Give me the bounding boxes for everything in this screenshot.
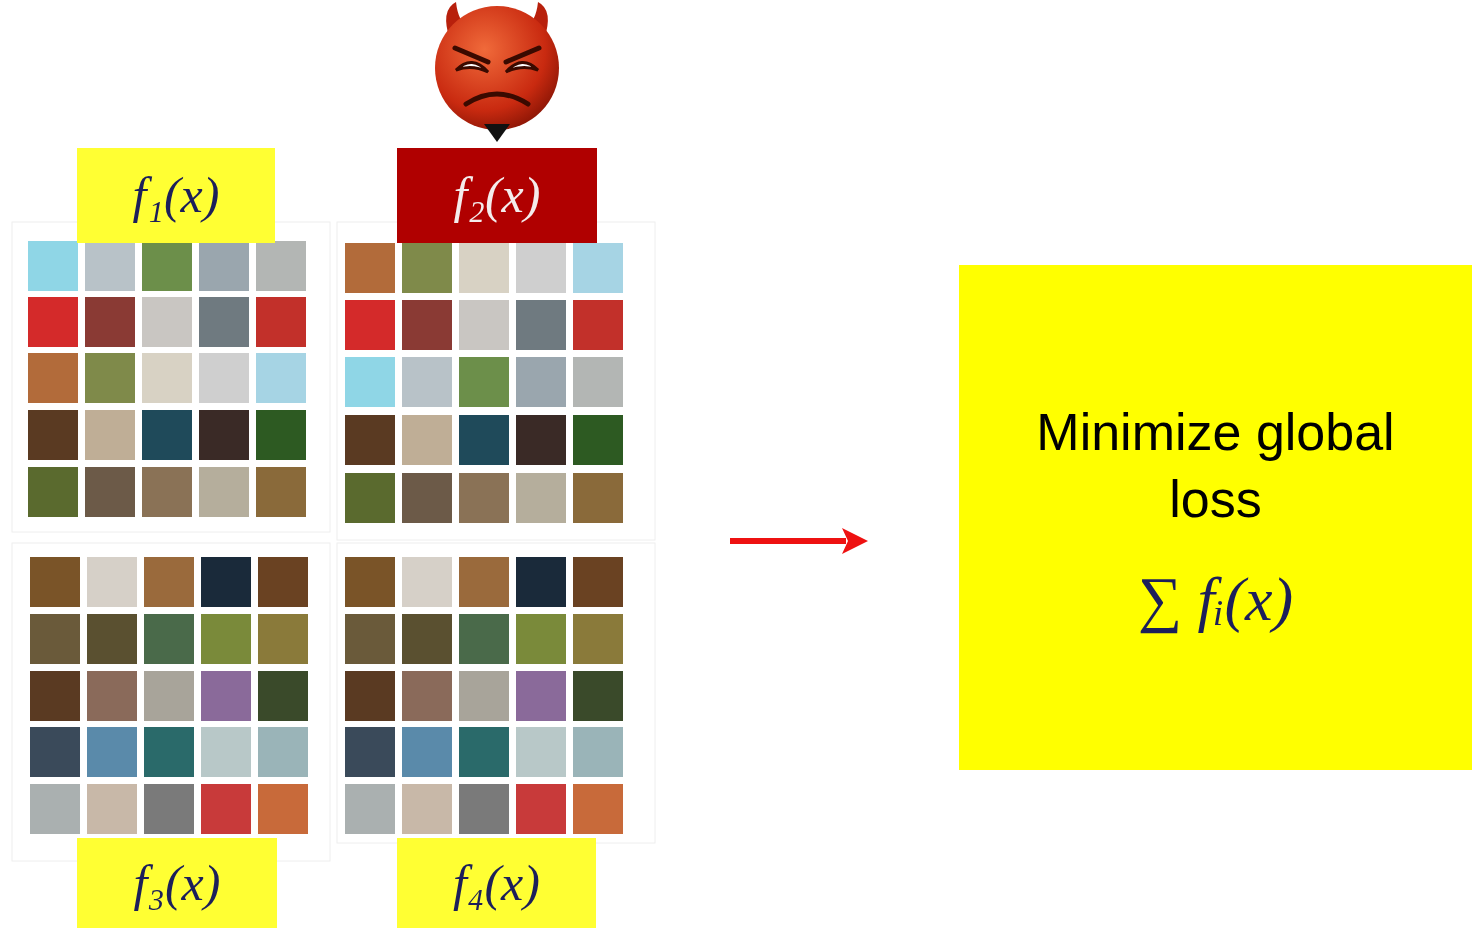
objective-box: Minimize global loss ∑ fᵢ(x) bbox=[959, 265, 1472, 770]
node-text: f₃(x) bbox=[134, 856, 221, 911]
node-text: f₄(x) bbox=[453, 856, 540, 911]
node-text: f₂(x) bbox=[454, 168, 541, 223]
client-label: f₄(x) bbox=[397, 838, 596, 928]
devil-icon bbox=[435, 2, 559, 142]
node-text: Minimize global loss bbox=[989, 399, 1442, 534]
formula-text: ∑ fᵢ(x) bbox=[1138, 562, 1294, 636]
flow-arrow bbox=[730, 528, 868, 554]
malicious-client-label: f₂(x) bbox=[397, 148, 597, 243]
client-label: f₁(x) bbox=[77, 148, 275, 243]
client-label: f₃(x) bbox=[77, 838, 277, 928]
node-text: f₁(x) bbox=[133, 168, 220, 223]
